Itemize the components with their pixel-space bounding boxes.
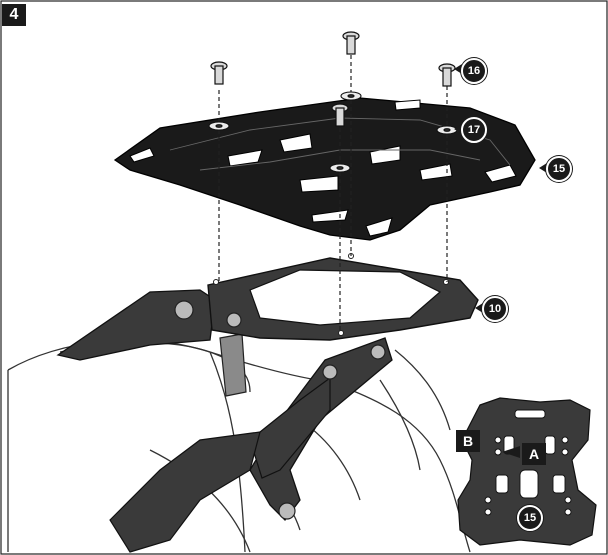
callout-rack-number: 10 (482, 296, 508, 322)
rack-side-arm-left (56, 289, 216, 361)
rack-frame (207, 253, 479, 341)
assembly-lines (218, 55, 448, 333)
washer (329, 163, 351, 173)
callout-bolt-number: 16 (461, 58, 487, 84)
arrow-a (502, 446, 520, 458)
washer-group (208, 91, 458, 173)
bolt (210, 61, 228, 85)
callout-pointer (454, 124, 462, 134)
inset-plate (457, 397, 597, 546)
bolt (342, 31, 360, 55)
callout-pointer (475, 303, 483, 313)
bolt (331, 103, 349, 127)
inset-label-a: A (522, 443, 546, 465)
bolt (438, 63, 456, 87)
mounting-strut (219, 333, 247, 397)
washer (340, 91, 362, 101)
callout-pointer (454, 64, 462, 74)
inset-label-b: B (456, 430, 480, 452)
washer (208, 121, 230, 131)
step-number-badge: 4 (2, 4, 26, 26)
bolt-group (210, 31, 456, 127)
callout-inset-plate-number: 15 (517, 505, 543, 531)
top-plate (113, 97, 536, 241)
rack-side-arm-right (109, 337, 393, 553)
callout-washer-number: 17 (461, 117, 487, 143)
callout-plate-number: 15 (546, 156, 572, 182)
callout-pointer (539, 163, 547, 173)
